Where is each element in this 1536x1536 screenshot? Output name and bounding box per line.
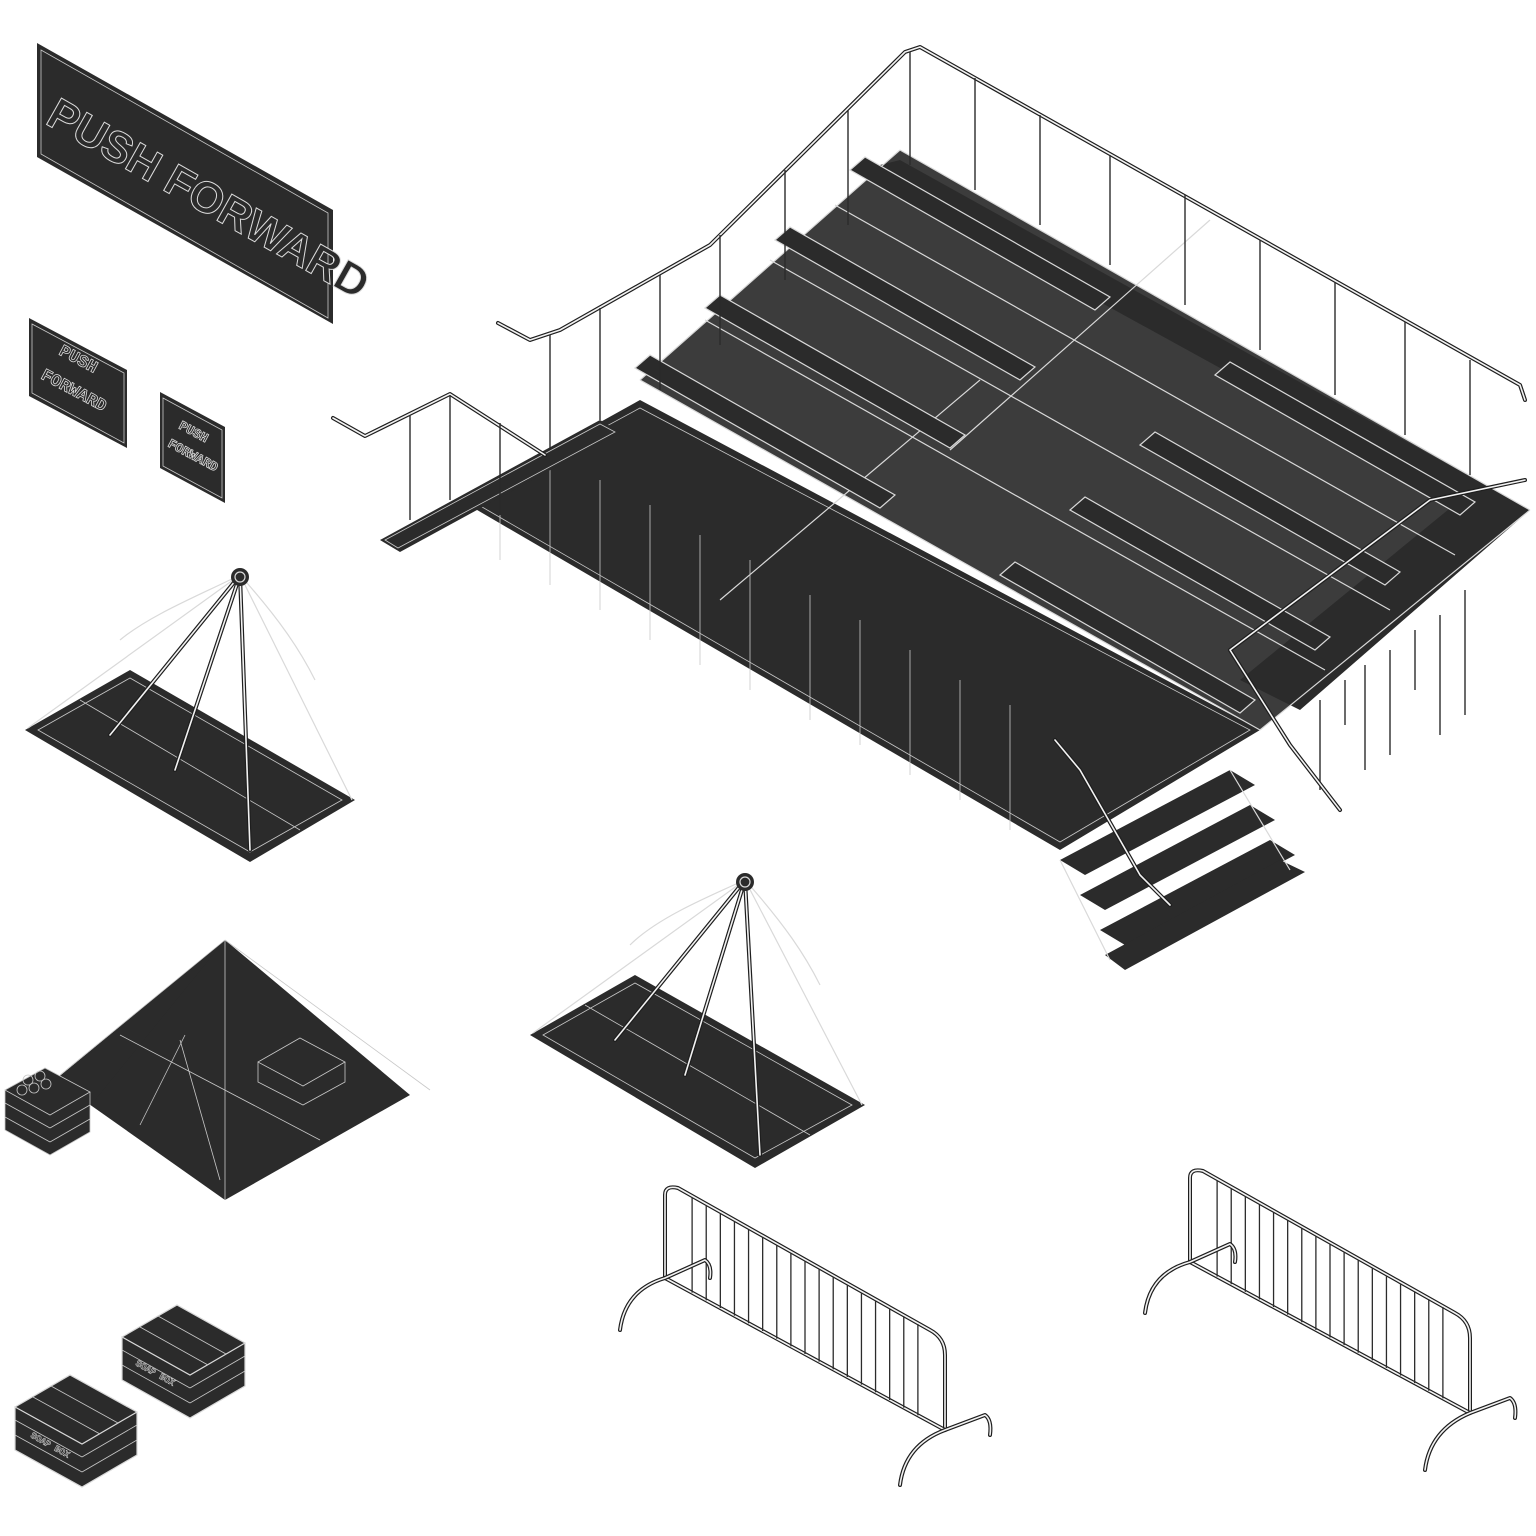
crate-a: SOAP BOX — [121, 1304, 247, 1419]
crate-b: SOAP BOX — [14, 1374, 139, 1488]
small-sign-a: PUSH FORWARD — [29, 318, 127, 448]
grandstand — [331, 45, 1531, 970]
crowd-barrier-2 — [1143, 1168, 1518, 1472]
large-sign: PUSH FORWARD — [37, 43, 378, 324]
pyramid-tent — [4, 939, 431, 1200]
large-sign-text: PUSH FORWARD — [39, 89, 378, 309]
grandstand-benches — [633, 156, 1477, 714]
crowd-barrier-1 — [618, 1185, 993, 1487]
tent-crate — [257, 1037, 346, 1106]
sail-canopy-2 — [530, 873, 865, 1168]
tent-bottle-box — [4, 1067, 91, 1156]
sail-canopy-1 — [25, 568, 355, 862]
grandstand-stairs — [1059, 769, 1305, 970]
small-sign-b: PUSH FORWARD — [160, 392, 225, 503]
